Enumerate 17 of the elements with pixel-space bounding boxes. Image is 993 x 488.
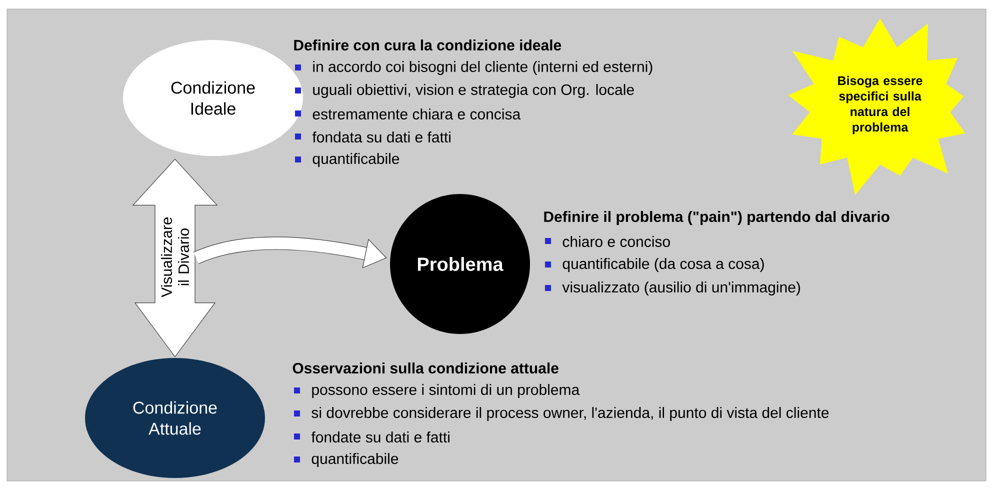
bullet-text: possono essere i sintomi di un problema (312, 384, 580, 398)
bullet-text: uguali obiettivi, vision e strategia con Org. locale (313, 84, 634, 98)
edge-label: Visualizzare il Divario (161, 217, 189, 298)
bullet-text: quantificabile (312, 453, 398, 467)
bullet-text: quantificabile (da cosa a cosa) (562, 258, 764, 272)
heading: Definire il problema ("pain") partendo dal divario (544, 211, 890, 225)
bullet-text: si dovrebbe considerare il process owner, l'azienda, il punto di vista del cliente (312, 407, 829, 421)
bullet-text: fondate su dati e fatti (311, 432, 450, 442)
bullet-text: fondata su dati e fatti (312, 132, 450, 142)
starburst: Bisoga essere specifici sulla natura del problema (788, 18, 966, 195)
bullet-text: visualizzato (ausilio di un'immagine) (562, 282, 800, 296)
bullet-text: quantificabile (312, 153, 400, 167)
curved-arrow (194, 236, 387, 268)
bullet-text: estremamente chiara e concisa (312, 108, 521, 120)
bullet-text: in accordo coi bisogni del cliente (interni ed esterni) (313, 61, 652, 75)
heading: Osservazioni sulla condizione attuale (292, 362, 558, 374)
bullet-text: chiaro e conciso (562, 236, 670, 247)
